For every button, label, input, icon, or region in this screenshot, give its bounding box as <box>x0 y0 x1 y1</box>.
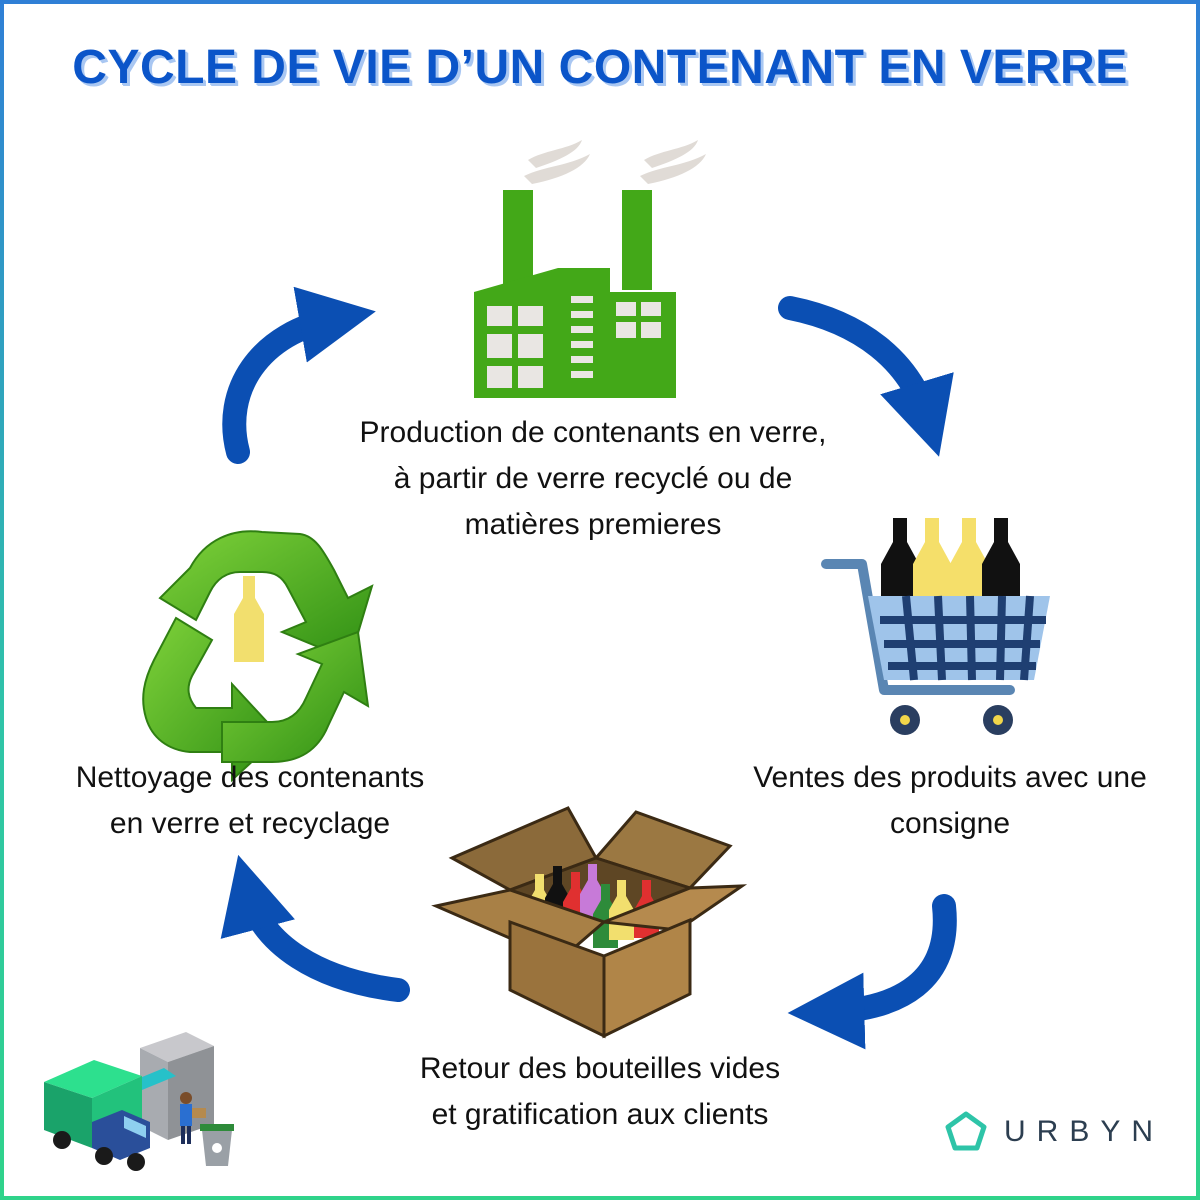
pentagon-logo-icon <box>945 1111 987 1151</box>
shopping-cart-icon <box>821 518 1050 735</box>
step-sales-caption: Ventes des produits avec une consigne <box>753 761 1147 840</box>
page-title: CYCLE DE VIE D’UN CONTENANT EN VERRE <box>72 41 1128 94</box>
step-production-caption: Production de contenants en verre, à par… <box>359 416 827 541</box>
arrow-cart-to-box <box>787 894 957 1050</box>
arrow-factory-to-cart <box>778 296 954 457</box>
logo-text: URBYN <box>1004 1115 1165 1148</box>
step-return-caption: Retour des bouteilles vides et gratifica… <box>419 1052 781 1131</box>
step-cleaning-caption: Nettoyage des contenants en verre et rec… <box>75 761 425 840</box>
arrow-box-to-recycle <box>220 854 410 1002</box>
recycle-icon <box>142 530 374 783</box>
delivery-truck-icon <box>44 1032 234 1171</box>
urbyn-logo: URBYN <box>944 1112 1164 1152</box>
factory-icon <box>474 140 706 398</box>
cardboard-box-icon <box>431 806 748 1039</box>
arrow-recycle-to-factory <box>222 286 376 464</box>
